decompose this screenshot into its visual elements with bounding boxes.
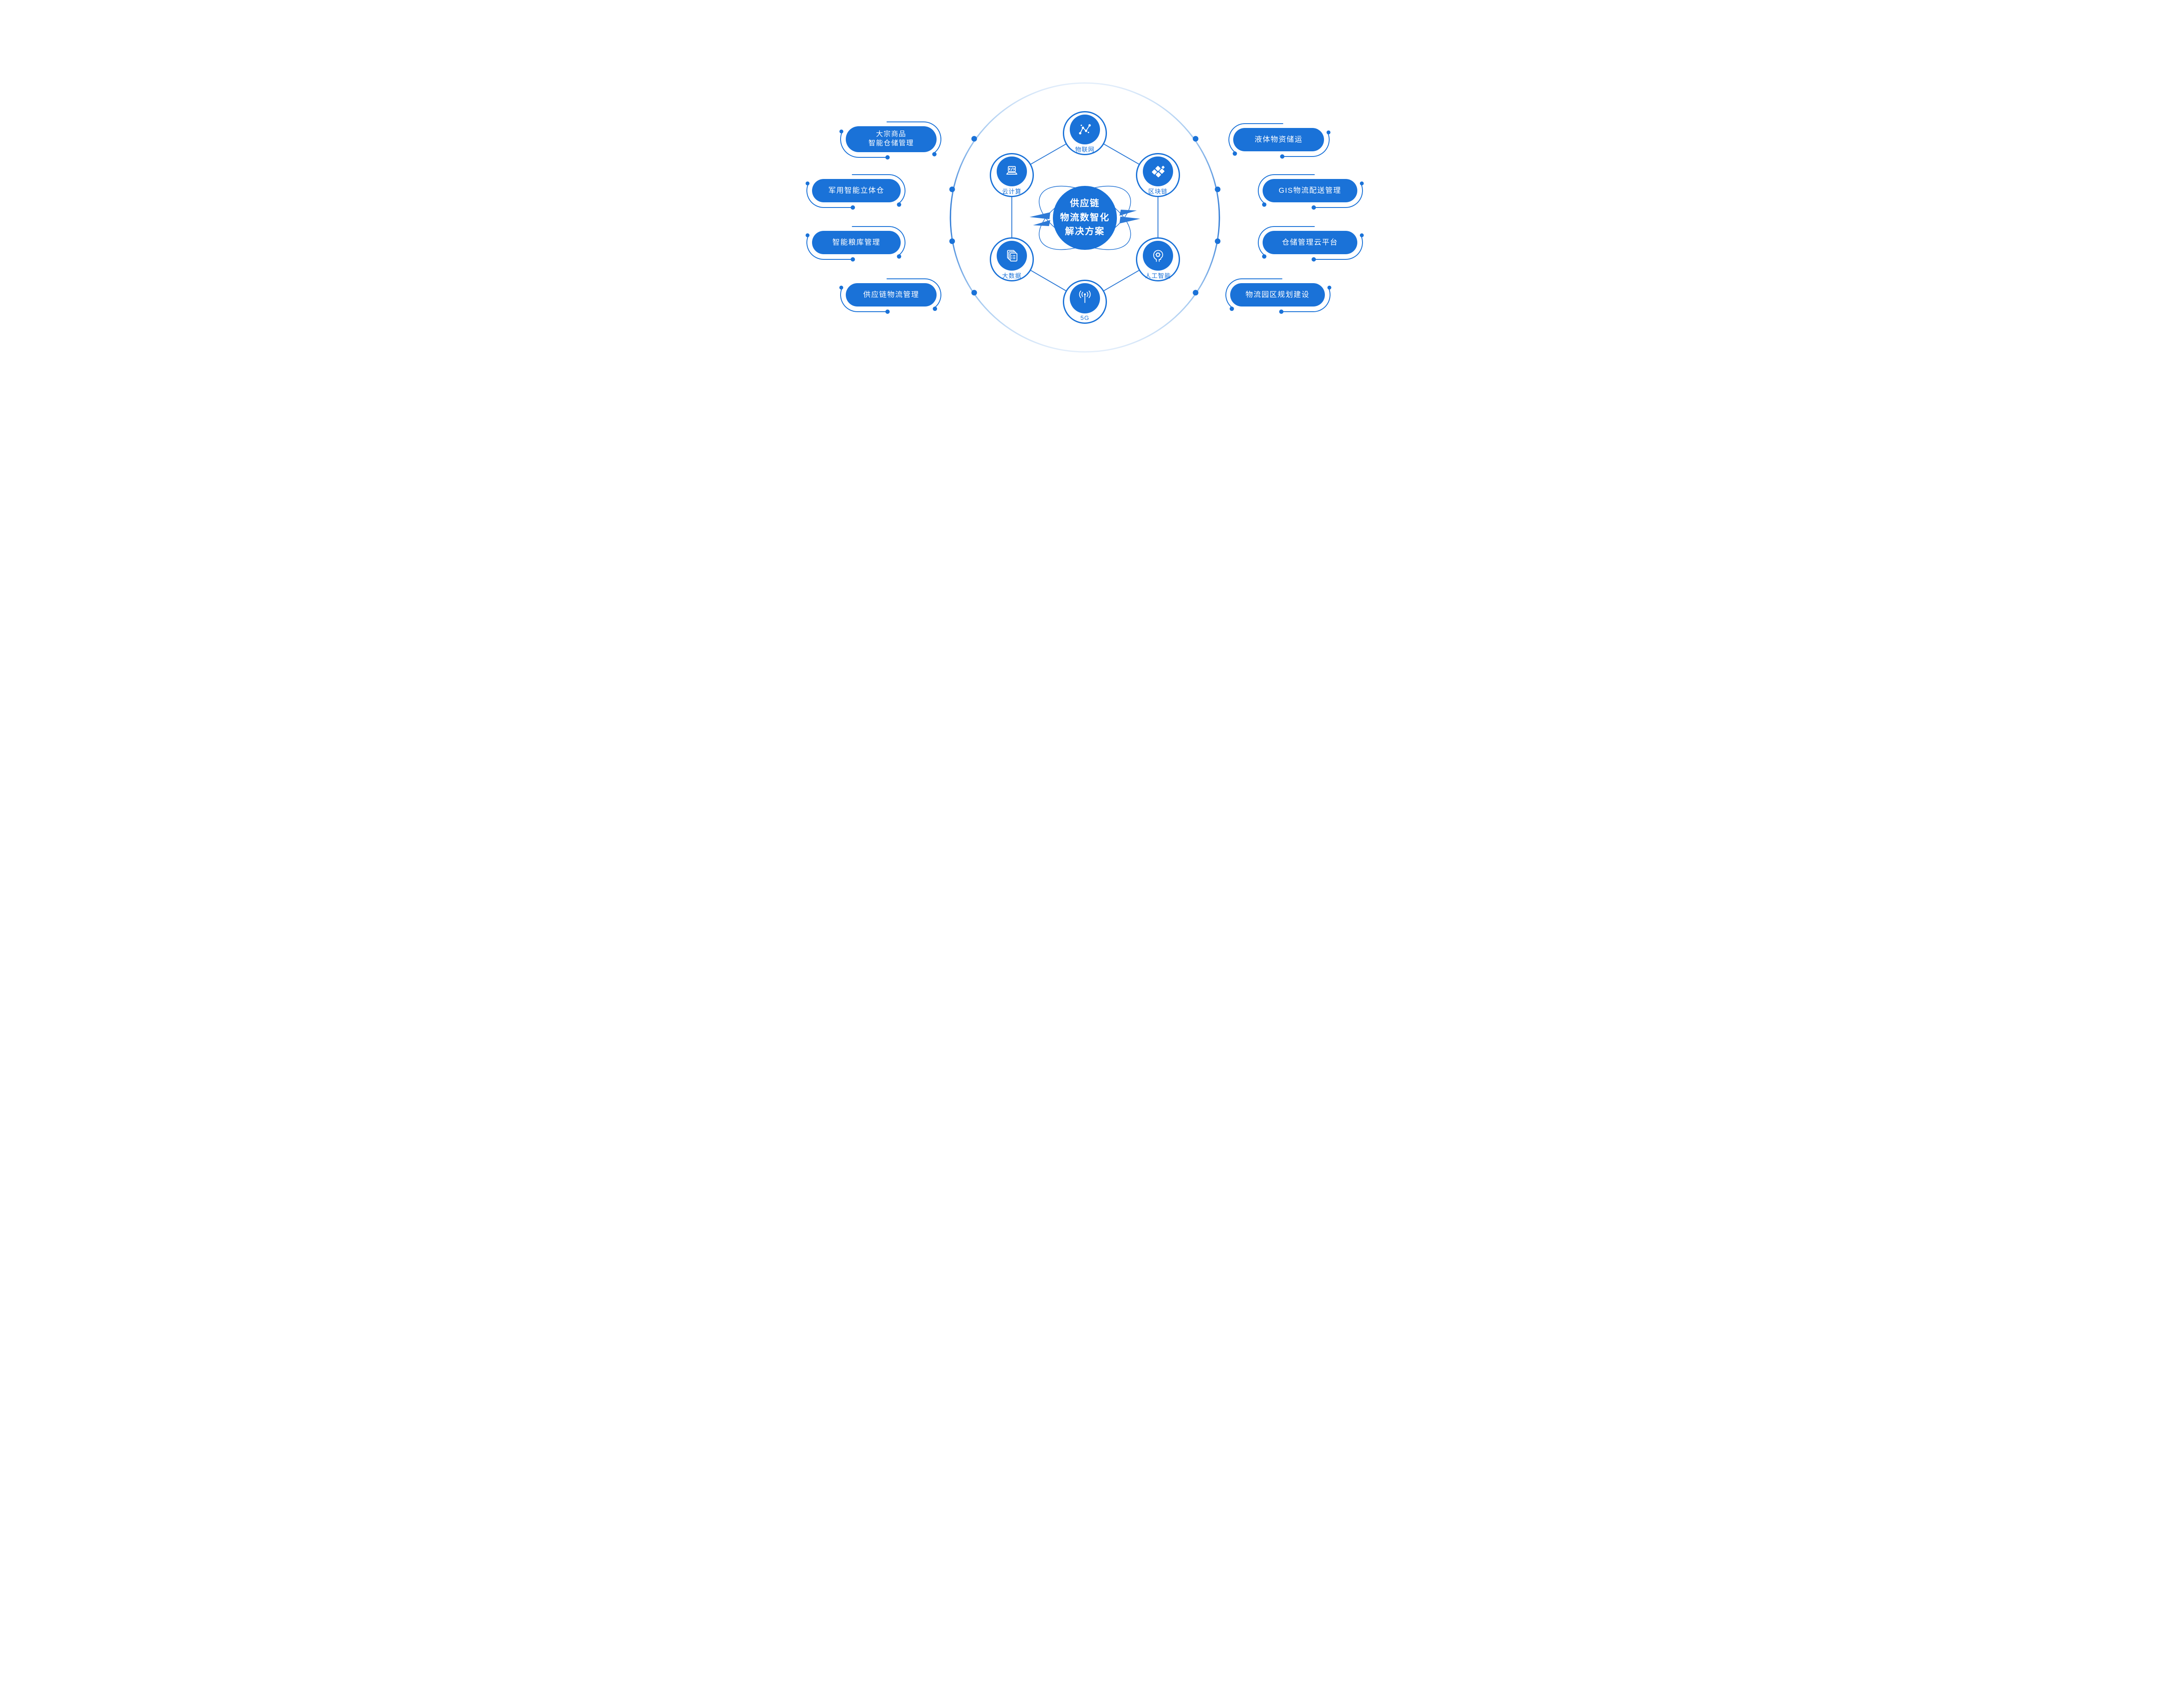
node-icon-circle (997, 156, 1027, 186)
node-label-ai: 人工智能 (1145, 272, 1171, 279)
tech-node-blockchain: 区块链 (1136, 153, 1180, 197)
tech-node-cloud: 云计算 (990, 153, 1034, 197)
pill-decoration (839, 121, 941, 160)
center-title-emblem: 供应链 物流数智化 解决方案 (1053, 186, 1117, 250)
solution-pill-bulk-commodity: 大宗商品 智能仓储管理 (846, 126, 937, 152)
node-icon-circle (1143, 156, 1173, 186)
ring-dots (949, 136, 1221, 296)
pill-group-liquid-storage: 液体物资储运 (1228, 123, 1330, 159)
pill-group-gis-delivery: GIS物流配送管理 (1258, 174, 1364, 210)
node-label-bigdata: 大数据 (1002, 272, 1022, 279)
big-data-icon (1007, 249, 1017, 262)
node-label-blockchain: 区块链 (1148, 188, 1168, 195)
diagram-canvas: 大宗商品 智能仓储管理 军用智能立体仓 智能粮库管理 供应链物流管理 液体物资储… (755, 0, 1407, 427)
node-icon-circle (1070, 115, 1100, 144)
solution-pill-military-warehouse: 军用智能立体仓 (812, 179, 901, 202)
iot-icon (1079, 124, 1091, 134)
pill-decoration (1258, 226, 1364, 262)
pill-group-bulk-commodity: 大宗商品 智能仓储管理 (839, 121, 941, 160)
solution-pill-logistics-park: 物流园区规划建设 (1230, 283, 1325, 306)
node-label-cloud: 云计算 (1002, 188, 1022, 195)
5g-antenna-icon (1079, 291, 1091, 303)
node-icon-circle (997, 241, 1027, 271)
node-label-5g: 5G (1080, 314, 1090, 321)
pill-decoration (806, 226, 905, 262)
pill-group-logistics-park: 物流园区规划建设 (1225, 278, 1331, 314)
tech-node-iot: 物联网 (1063, 111, 1107, 155)
node-icon-circle (1143, 241, 1173, 271)
pill-decoration (1228, 123, 1330, 159)
pill-group-military-warehouse: 军用智能立体仓 (806, 174, 905, 210)
solution-pill-liquid-storage: 液体物资储运 (1233, 128, 1324, 151)
pill-group-warehouse-cloud: 仓储管理云平台 (1258, 226, 1364, 262)
ai-icon (1153, 249, 1163, 262)
pill-decoration (1258, 174, 1364, 210)
cloud-computing-icon (1006, 166, 1017, 175)
pill-decoration (1225, 278, 1331, 314)
solution-pill-grain-depot: 智能粮库管理 (812, 231, 901, 254)
center-blade-decorations (1030, 210, 1140, 226)
pill-decoration (806, 174, 905, 210)
node-icon-circle (1070, 283, 1100, 313)
outer-ring-circle (950, 82, 1220, 353)
tech-node-5g: 5G (1063, 280, 1107, 324)
tech-node-bigdata: 大数据 (990, 237, 1034, 281)
tech-node-ai: 人工智能 (1136, 237, 1180, 281)
solution-pill-supply-chain-logistics: 供应链物流管理 (846, 283, 937, 306)
blockchain-icon (1151, 166, 1165, 177)
solution-pill-warehouse-cloud: 仓储管理云平台 (1263, 231, 1357, 254)
pill-group-supply-chain-logistics: 供应链物流管理 (839, 278, 941, 314)
pill-decoration (839, 278, 941, 314)
node-label-iot: 物联网 (1075, 146, 1095, 153)
solution-pill-gis-delivery: GIS物流配送管理 (1263, 179, 1357, 202)
pill-group-grain-depot: 智能粮库管理 (806, 226, 905, 262)
